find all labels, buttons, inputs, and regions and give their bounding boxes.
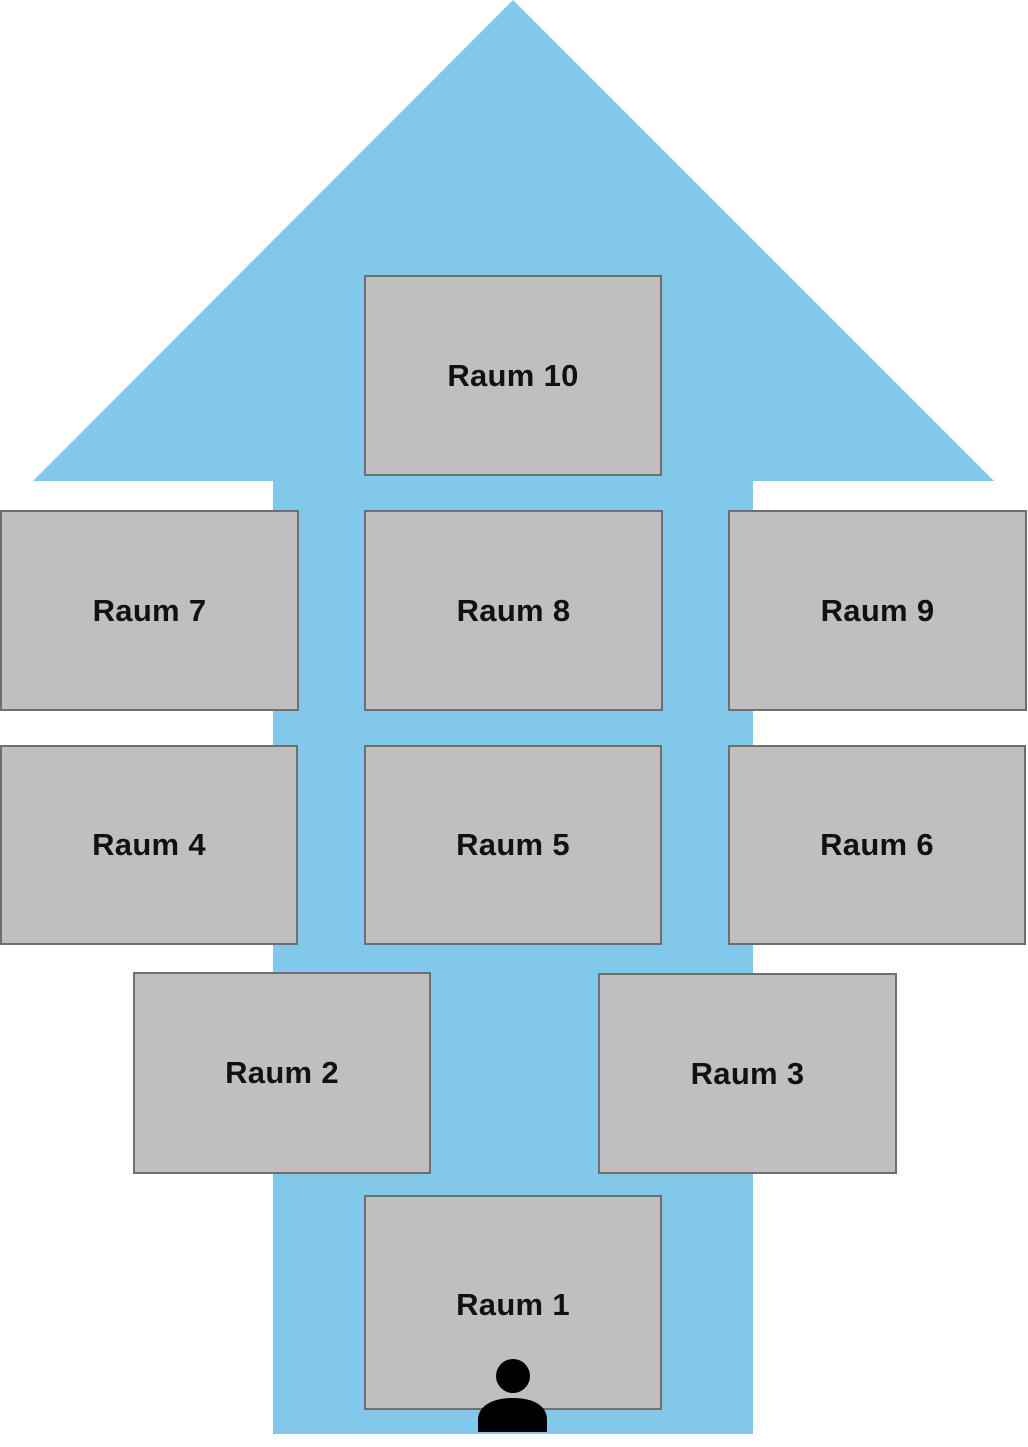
room-4-label: Raum 4 [92, 827, 206, 862]
room-9: Raum 9 [728, 510, 1027, 711]
room-8-label: Raum 8 [456, 592, 571, 628]
room-1-label: Raum 1 [456, 1287, 570, 1322]
room-5: Raum 5 [364, 745, 662, 945]
room-2-label: Raum 2 [225, 1055, 339, 1090]
person-icon [478, 1359, 547, 1432]
room-10-label: Raum 10 [447, 357, 579, 393]
room-10: Raum 10 [364, 275, 662, 476]
room-7-label: Raum 7 [92, 592, 207, 628]
person-head [496, 1359, 530, 1393]
room-6: Raum 6 [728, 745, 1026, 945]
room-7: Raum 7 [0, 510, 299, 711]
room-6-label: Raum 6 [820, 827, 934, 862]
room-2: Raum 2 [133, 972, 431, 1174]
person-body [478, 1398, 547, 1432]
room-9-label: Raum 9 [820, 592, 935, 628]
room-5-label: Raum 5 [456, 827, 570, 862]
room-3-label: Raum 3 [690, 1055, 805, 1091]
room-4: Raum 4 [0, 745, 298, 945]
room-8: Raum 8 [364, 510, 663, 711]
room-3: Raum 3 [598, 973, 897, 1174]
